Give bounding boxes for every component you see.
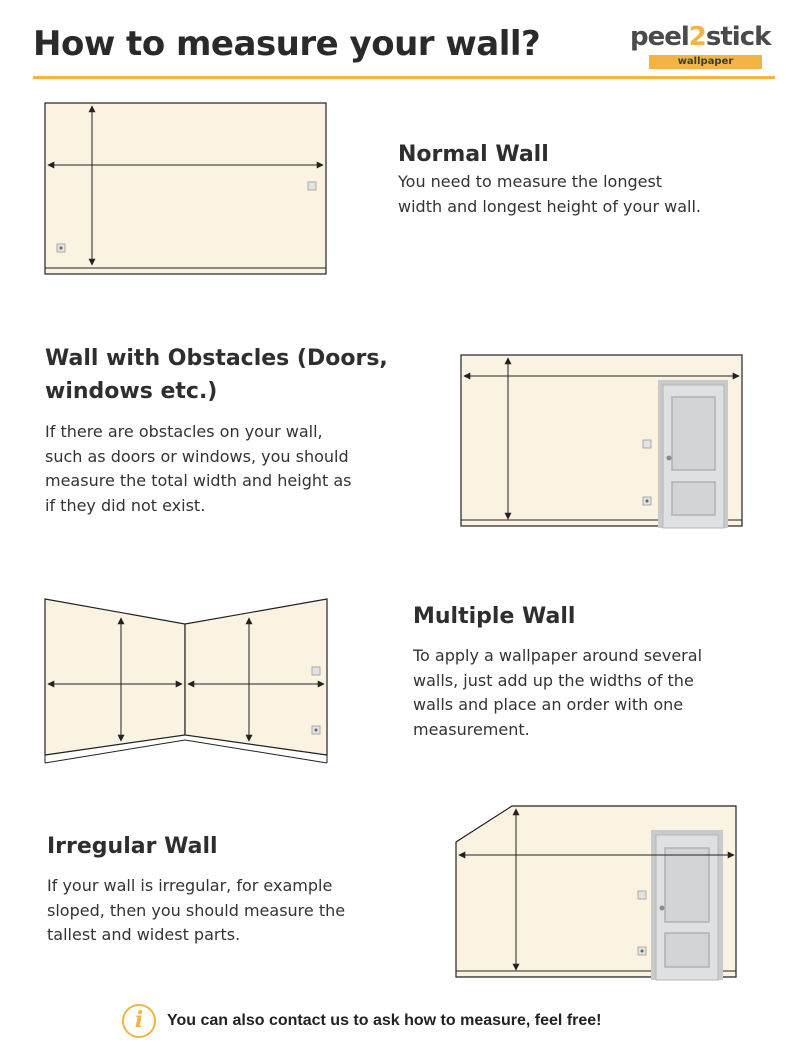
light-switch-icon xyxy=(642,439,652,449)
body-line: walls, just add up the widths of the xyxy=(413,670,694,690)
section-body-irregular-wall: If your wall is irregular, for example s… xyxy=(47,874,345,948)
section-heading-normal-wall: Normal Wall xyxy=(398,142,549,167)
section-heading-obstacles: Wall with Obstacles (Doors, windows etc.… xyxy=(45,342,388,408)
body-line: You need to measure the longest xyxy=(398,172,663,191)
body-line: If your wall is irregular, for example xyxy=(47,876,333,895)
body-line: walls and place an order with one xyxy=(413,695,684,714)
heading-line: Wall with Obstacles (Doors, xyxy=(45,346,388,371)
section-body-multiple-wall: To apply a wallpaper around several wall… xyxy=(413,644,702,742)
logo-text-part2: stick xyxy=(705,22,772,52)
section-body-normal-wall: You need to measure the longest width an… xyxy=(398,170,701,219)
body-line: sloped, then you should measure the xyxy=(47,900,346,920)
body-line: width and longest height of your wall. xyxy=(398,196,701,216)
brand-logo[interactable]: peel2stick xyxy=(630,22,772,52)
body-line: such as doors or windows, you should xyxy=(45,446,349,466)
page-title: How to measure your wall? xyxy=(33,24,541,64)
section-heading-multiple-wall: Multiple Wall xyxy=(413,604,576,629)
light-switch-icon xyxy=(311,666,321,676)
multiple-wall-illustration xyxy=(44,598,328,764)
door-icon xyxy=(658,380,728,529)
body-line: tallest and widest parts. xyxy=(47,925,241,944)
body-line: To apply a wallpaper around several xyxy=(413,646,703,665)
light-switch-icon xyxy=(307,181,317,191)
body-line: If there are obstacles on your wall, xyxy=(45,422,323,441)
baseboard xyxy=(44,739,328,764)
normal-wall-illustration xyxy=(44,102,327,275)
left-wall xyxy=(44,598,186,756)
logo-text-part1: peel xyxy=(630,22,690,52)
info-icon: i xyxy=(122,1004,156,1038)
body-line: if they did not exist. xyxy=(45,495,206,515)
obstacle-wall-illustration xyxy=(460,354,743,529)
title-underline xyxy=(33,76,775,79)
irregular-wall-illustration xyxy=(455,805,737,981)
body-line: measure the total width and height as xyxy=(45,471,352,490)
section-heading-irregular-wall: Irregular Wall xyxy=(47,834,218,859)
light-switch-icon xyxy=(637,890,647,900)
right-wall xyxy=(184,598,328,756)
door-icon xyxy=(651,830,723,981)
logo-subtitle: wallpaper xyxy=(649,55,762,69)
body-line: measurement. xyxy=(413,719,530,739)
footer-contact-text[interactable]: You can also contact us to ask how to me… xyxy=(167,1012,602,1029)
wall xyxy=(44,102,327,275)
heading-line: windows etc.) xyxy=(45,379,218,404)
logo-text-accent: 2 xyxy=(688,22,707,52)
section-body-obstacles: If there are obstacles on your wall, suc… xyxy=(45,420,351,518)
